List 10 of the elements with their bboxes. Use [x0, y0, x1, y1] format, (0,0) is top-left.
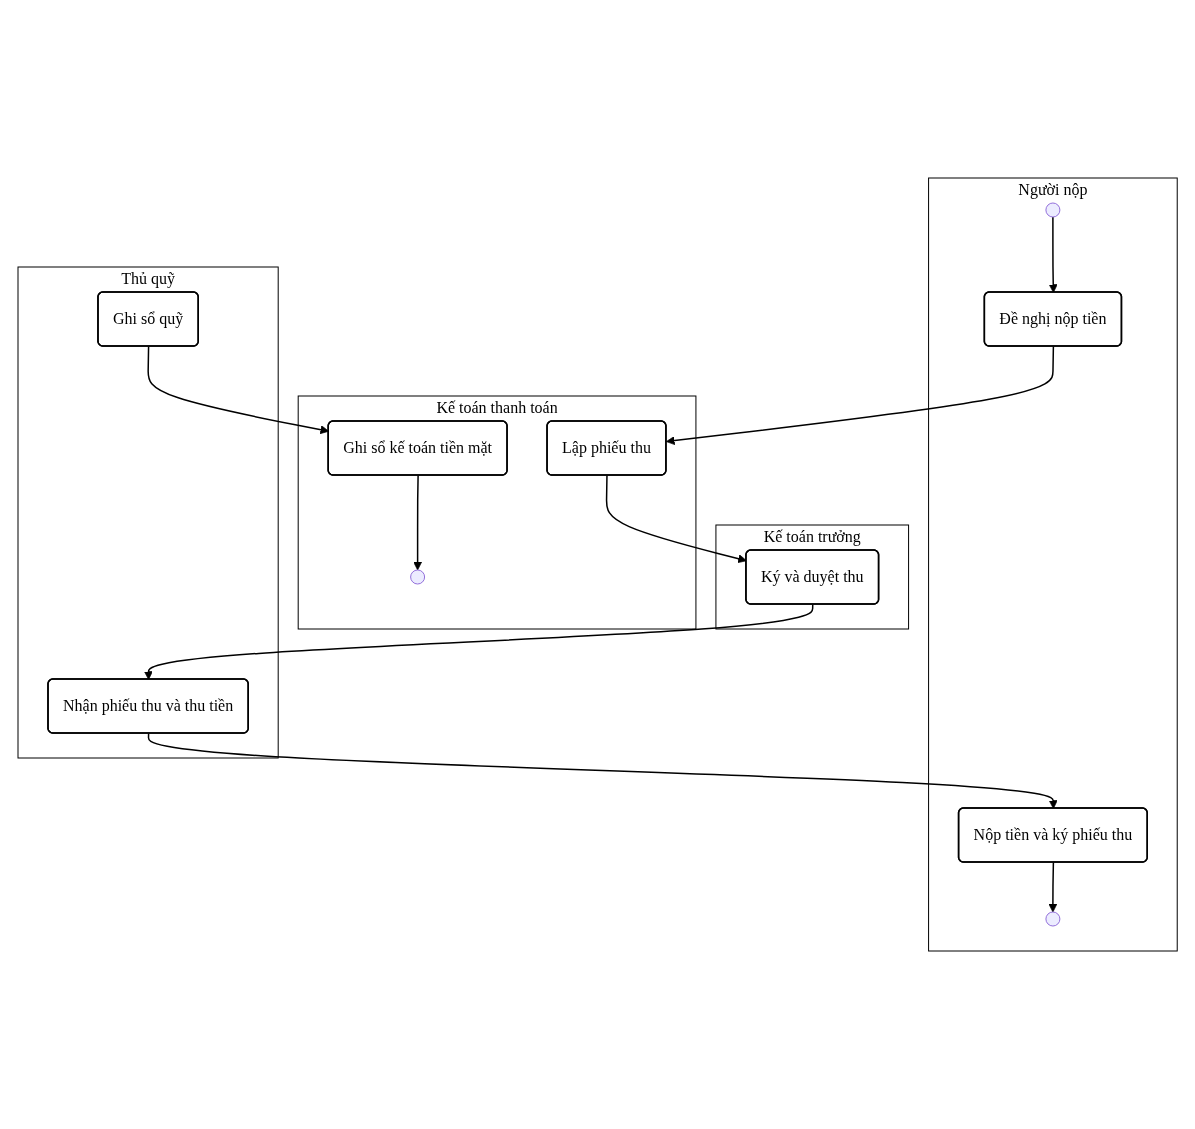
node-circle: [1045, 911, 1061, 927]
node-circle: [1045, 202, 1061, 218]
arrow: [665, 345, 1055, 445]
arrow: [147, 732, 1058, 809]
arrow: [1048, 861, 1058, 913]
arrow: [147, 345, 329, 435]
arrow: [413, 474, 422, 571]
arrow: [1048, 216, 1058, 293]
arrow: [143, 603, 814, 680]
node-circle: [410, 569, 425, 585]
